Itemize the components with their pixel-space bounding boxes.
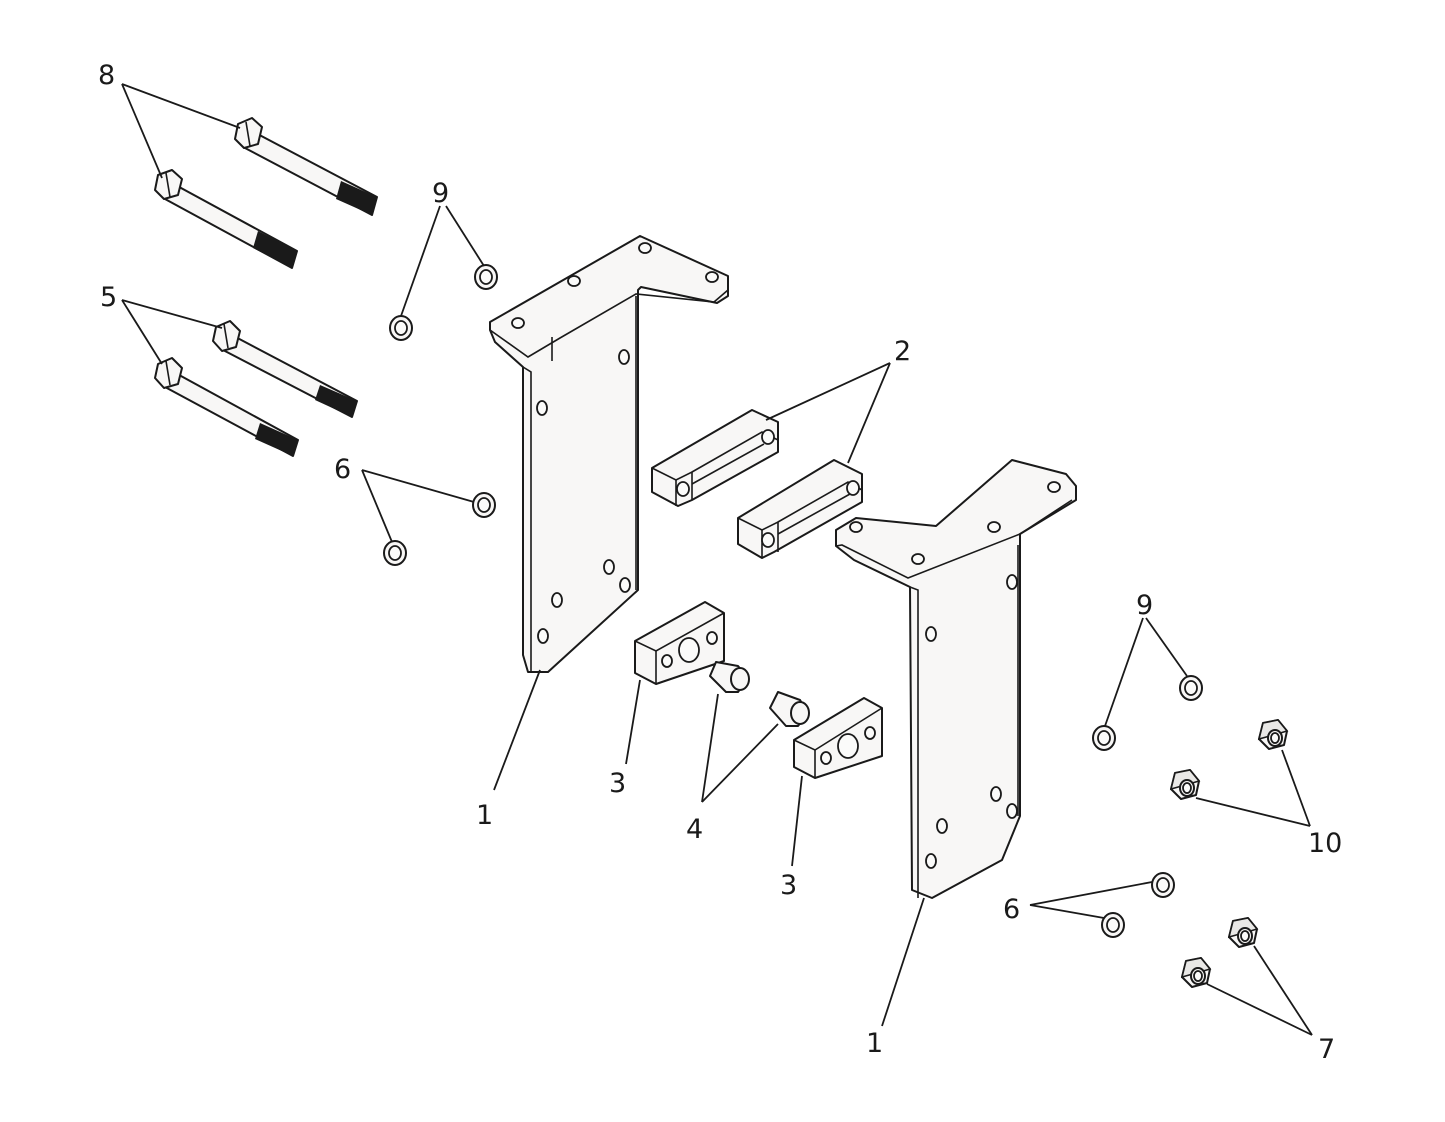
washer-6-left-lower [383, 540, 407, 566]
callout-4: 4 [686, 814, 703, 845]
callout-9-left: 9 [432, 178, 449, 209]
nut-7-upper [1228, 917, 1258, 948]
callout-6-right: 6 [1003, 894, 1020, 925]
callout-3-left: 3 [609, 768, 626, 799]
washer-9-right-upper [1179, 675, 1203, 701]
clamp-block-left [634, 601, 725, 685]
callout-5: 5 [100, 282, 117, 313]
spacer-block-lower [737, 459, 863, 559]
pin-left [709, 661, 750, 693]
callout-1-right: 1 [866, 1028, 883, 1059]
bracket-right [835, 459, 1077, 899]
bolt-long-lower [154, 169, 298, 269]
bracket-left [489, 235, 729, 673]
callout-labels: 8 9 5 6 2 1 3 4 3 9 10 6 1 7 [98, 60, 1342, 1065]
clamp-block-right [793, 697, 883, 779]
leader-lines [121, 83, 1313, 1036]
callout-9-right: 9 [1136, 590, 1153, 621]
callout-10: 10 [1308, 828, 1342, 859]
washer-9-left-lower [389, 315, 413, 341]
washer-6-left-upper [472, 492, 496, 518]
bolt-short-lower [154, 357, 299, 457]
callout-1-left: 1 [476, 800, 493, 831]
callout-3-right: 3 [780, 870, 797, 901]
callout-8: 8 [98, 60, 115, 91]
washer-6-right-upper [1151, 872, 1175, 898]
bolt-long-upper [234, 117, 378, 216]
washer-6-right-lower [1101, 912, 1125, 938]
nut-7-lower [1181, 957, 1211, 988]
washer-9-right-lower [1092, 725, 1116, 751]
nut-10-lower [1170, 769, 1200, 800]
spacer-block-upper [651, 409, 779, 507]
callout-6-left: 6 [334, 454, 351, 485]
callout-7: 7 [1318, 1034, 1335, 1065]
callout-2: 2 [894, 336, 911, 367]
washer-9-left-upper [474, 264, 498, 290]
nut-10-upper [1258, 719, 1288, 750]
pin-right [769, 691, 810, 727]
bolt-short-upper [212, 320, 358, 418]
